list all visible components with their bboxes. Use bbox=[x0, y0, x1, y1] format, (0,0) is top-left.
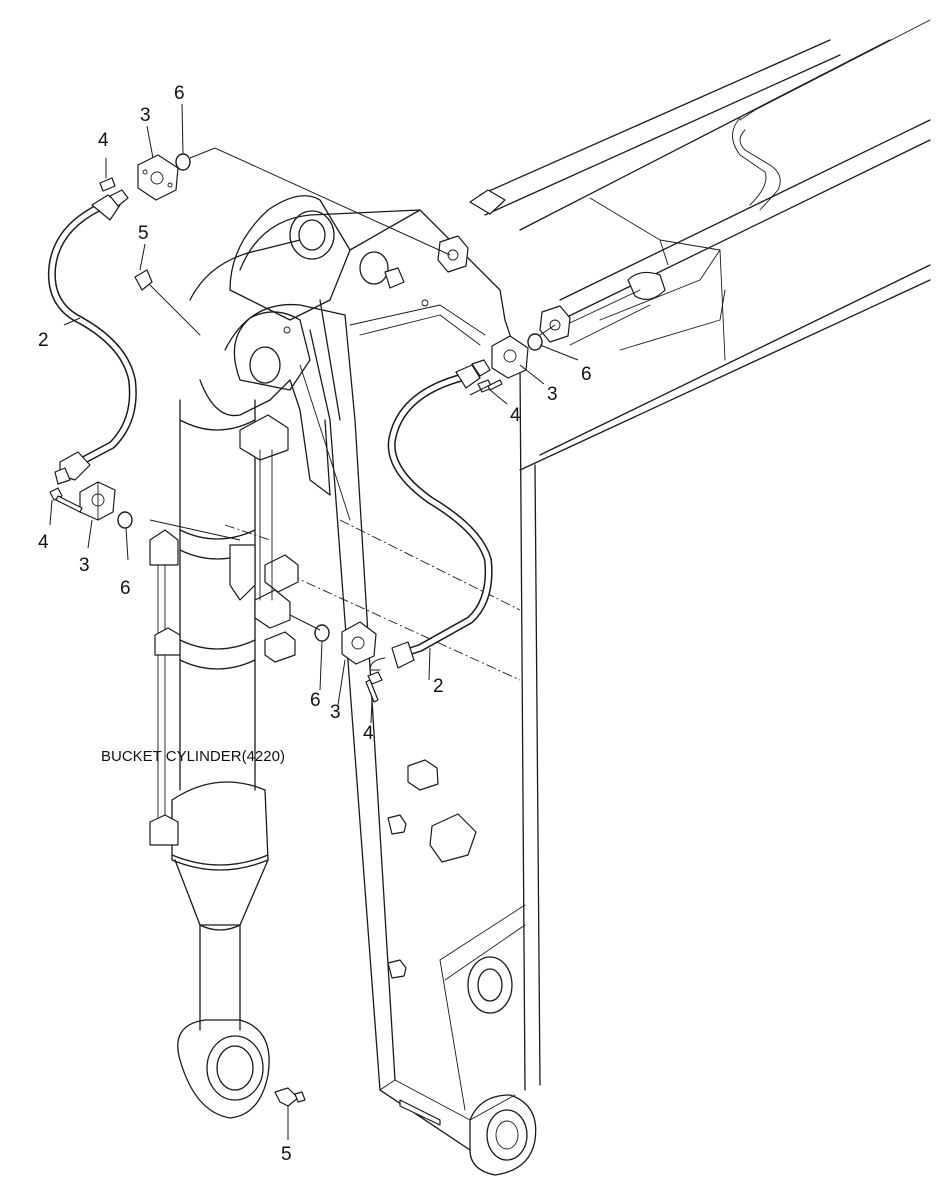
bucket-cylinder-caption: BUCKET CYLINDER(4220) bbox=[101, 748, 285, 765]
o-ring-parts bbox=[117, 153, 543, 642]
arm-structure bbox=[189, 209, 541, 1176]
callout-3-bottom: 3 bbox=[330, 702, 341, 723]
callout-3-top: 3 bbox=[140, 105, 151, 126]
arm-head-bracket bbox=[229, 195, 429, 391]
callout-2-left: 2 bbox=[38, 330, 49, 351]
callout-4-right: 4 bbox=[510, 405, 521, 426]
callout-2-right: 2 bbox=[433, 676, 444, 697]
callout-labels: 6 3 4 5 2 4 3 6 3 4 6 2 6 3 4 5 bbox=[38, 83, 592, 1165]
boom-structure bbox=[469, 19, 931, 471]
leader-lines bbox=[49, 103, 579, 1140]
callout-3-right: 3 bbox=[547, 384, 558, 405]
callout-6-top: 6 bbox=[174, 83, 185, 104]
callout-4-left: 4 bbox=[38, 532, 49, 553]
callout-6-right: 6 bbox=[581, 364, 592, 385]
hose-right bbox=[369, 359, 493, 671]
callout-4-top: 4 bbox=[98, 130, 109, 151]
callout-3-left: 3 bbox=[79, 555, 90, 576]
bolt-parts bbox=[49, 177, 503, 703]
callout-6-bottom: 6 bbox=[310, 690, 321, 711]
flange-parts bbox=[79, 154, 571, 665]
callout-6-left: 6 bbox=[120, 578, 131, 599]
callout-5-bottom: 5 bbox=[281, 1144, 292, 1165]
callout-5-top: 5 bbox=[138, 223, 149, 244]
callout-4-bottom: 4 bbox=[363, 723, 374, 744]
bucket-cylinder bbox=[149, 399, 299, 1119]
fitting-parts bbox=[134, 269, 306, 1107]
hose-left bbox=[47, 189, 137, 485]
